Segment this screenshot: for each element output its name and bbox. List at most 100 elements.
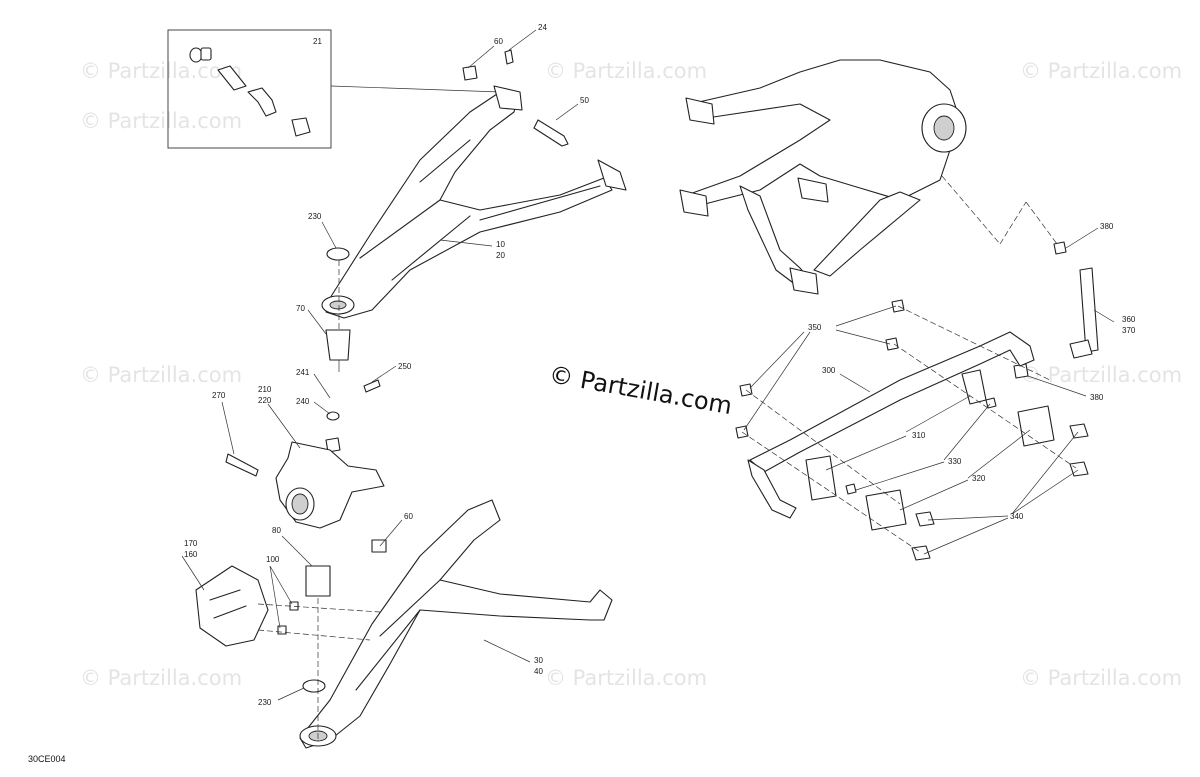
bracket-310-lower-icon [805,455,837,501]
watermark-1b: © Partzilla.com [80,109,242,133]
lead-300 [839,373,871,393]
watermark-8: © Partzilla.com [1020,666,1182,690]
upper-arm-eye-hole [329,300,347,310]
upper-arm-bushing-front [493,85,523,111]
lead-241 [313,373,331,399]
link-360-end [1069,339,1093,359]
callout-320: 320 [972,474,986,483]
bushing-tube-icon [217,65,247,91]
bushing-cap-icon [189,47,203,63]
lead-340d [923,517,1009,555]
lead-320a [967,429,1031,479]
sway-bar-group [735,175,1099,561]
leader-lines [181,29,1115,701]
lead-240 [313,401,331,415]
callout-241: 241 [296,368,310,377]
callout-380-top: 380 [1100,222,1114,231]
callout-360: 360 [1122,315,1136,324]
nut-380-top-icon [1053,241,1067,255]
bushing-320-icon [1017,405,1055,447]
callout-160: 160 [184,550,198,559]
callout-230-top: 230 [308,212,322,221]
callout-100: 100 [266,555,280,564]
callout-40: 40 [534,667,543,676]
lead-250 [371,365,397,383]
rear-arm-assembly [679,59,967,295]
bushing-washer-icon [247,87,277,117]
inset-leader [330,85,501,93]
upper-a-arm [321,85,627,319]
callout-380-bottom: 380 [1090,393,1104,402]
callout-270: 270 [212,391,226,400]
lead-24 [508,29,537,51]
screw-100-b-icon [277,625,287,635]
lead-170 [181,555,205,591]
ball-joint-70-icon [325,329,351,361]
rear-arm-trailing [813,191,921,277]
grease-fitting-24-icon [504,49,514,65]
lead-70 [307,309,327,335]
dash-link-c [1025,201,1061,249]
rear-bushing-d [797,177,829,203]
callout-310: 310 [912,431,926,440]
dash-link-a [941,175,1001,245]
upper-arm-body [325,91,613,319]
callout-340: 340 [1010,512,1024,521]
bolt-270-icon [225,453,259,477]
lead-340a [1011,431,1079,515]
rear-knuckle-hole [933,115,955,141]
ring-230-bottom-icon [302,679,326,693]
inset-box [167,29,332,149]
rear-bushing-c [789,267,819,295]
callout-240: 240 [296,397,310,406]
watermark-1: © Partzilla.com [80,59,242,83]
lead-380a [1065,227,1099,249]
lead-310b [825,435,907,471]
lead-330b [855,461,945,491]
callout-220: 220 [258,396,272,405]
dash-screw-b [257,629,371,641]
lead-100b [269,565,281,629]
lead-360 [1093,309,1115,323]
lower-arm-detail [355,579,441,691]
watermark-5: © Partzilla.com [1020,363,1182,387]
bushing-nut-icon [291,117,311,137]
callout-21: 21 [313,37,322,46]
callout-80: 80 [272,526,281,535]
callout-230-bottom: 230 [258,698,272,707]
callout-60-top: 60 [494,37,503,46]
lower-arm-body [299,499,613,749]
lead-340b [1011,469,1079,515]
rear-arm-body [683,59,961,209]
lead-310a [905,395,971,433]
callout-170: 170 [184,539,198,548]
center-watermark: © Partzilla.com [547,360,734,420]
knuckle-bore-hole [291,493,309,515]
callout-10: 10 [496,240,505,249]
lead-60a [467,45,495,69]
dash-link-b [999,201,1027,245]
dash-sway-b [745,389,901,505]
watermark-3: © Partzilla.com [1020,59,1182,83]
lead-50 [555,103,579,121]
callout-50: 50 [580,96,589,105]
fitting-330-b-icon [845,483,857,495]
callouts: 21 24 60 50 230 10 20 70 250 241 240 270… [184,23,1136,707]
upper-arm-detail [359,139,601,281]
lower-a-arm [299,499,613,749]
dash-sway-a [897,305,1051,381]
callout-250: 250 [398,362,412,371]
bracket-310-icon [961,369,987,405]
lead-230b [277,687,305,701]
lead-230a [321,221,337,249]
lead-340c [927,515,1009,521]
watermark-7: © Partzilla.com [545,666,707,690]
lead-330a [943,403,991,461]
lead-30 [483,639,531,663]
lead-350d [743,331,811,431]
callout-330: 330 [948,457,962,466]
callout-370: 370 [1122,326,1136,335]
shield-160-icon [195,565,269,647]
